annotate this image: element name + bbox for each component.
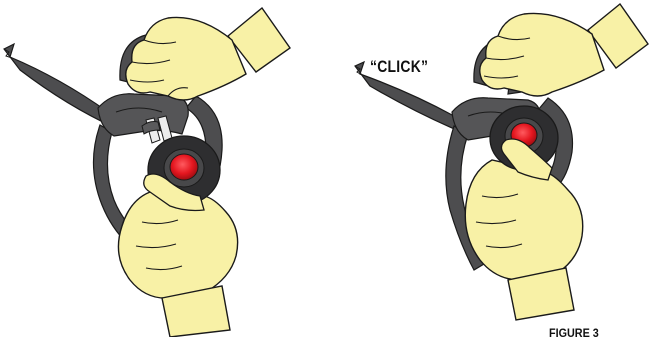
lower-hand-palm-right <box>465 160 582 280</box>
lower-hand-left <box>118 136 237 337</box>
figure-caption: FIGURE 3 <box>549 326 599 337</box>
panel-left <box>4 8 290 337</box>
panel-right <box>355 4 648 320</box>
upper-hand-palm-right <box>480 13 604 96</box>
buckle-release-button <box>170 154 198 180</box>
upper-hand-right <box>480 4 648 96</box>
upper-hand-left <box>126 8 290 100</box>
click-sound-label: “CLICK” <box>370 57 428 77</box>
